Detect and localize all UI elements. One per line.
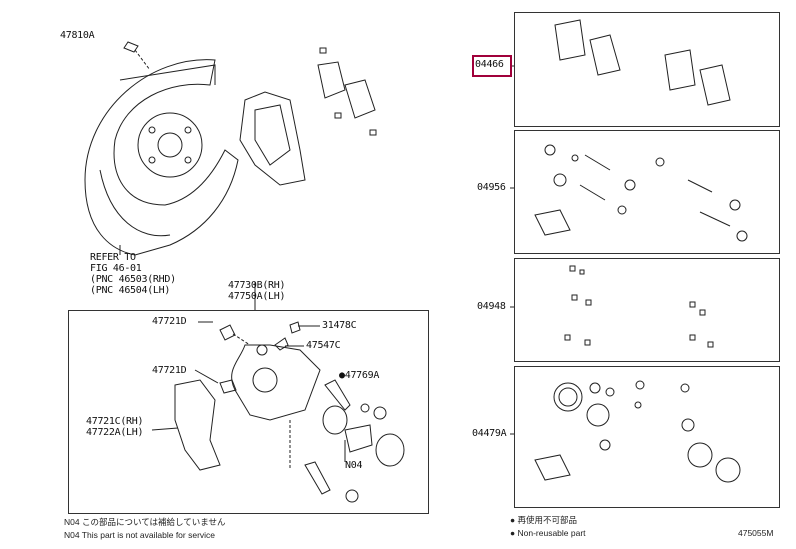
label-47769A[interactable]: ●47769A [339, 370, 380, 381]
dust-shield-drawing [84, 41, 239, 256]
note-en: N04 This part is not available for servi… [64, 530, 216, 540]
legend-en: ● Non-reusable part [510, 528, 586, 538]
label-31478C[interactable]: 31478C [322, 320, 357, 331]
brake-pads-drawing [317, 47, 377, 136]
label-04479A[interactable]: 04479A [472, 428, 507, 439]
label-47722A[interactable]: 47722A(LH) [86, 427, 144, 438]
label-04948[interactable]: 04948 [477, 301, 506, 312]
support-kit-drawing [510, 144, 748, 242]
label-47750A[interactable]: 47750A(LH) [228, 291, 286, 302]
label-47721D-lower[interactable]: 47721D [152, 365, 187, 376]
label-04956[interactable]: 04956 [477, 182, 506, 193]
shim-kit-drawing [510, 265, 714, 348]
panel-shim-kit [514, 258, 780, 362]
figure-code: 475055M [738, 528, 774, 538]
panel-seal-kit [514, 366, 780, 508]
label-47721C[interactable]: 47721C(RH) [86, 416, 144, 427]
note-jp: N04 この部品については補給していません [64, 517, 226, 527]
label-N04: N04 [345, 460, 363, 471]
label-47721D-upper[interactable]: 47721D [152, 316, 187, 327]
label-04466[interactable]: 04466 [475, 59, 504, 70]
pad-kit-drawing [510, 19, 731, 106]
panel-pad-support-kit [514, 130, 780, 254]
refer-line-3: (PNC 46503(RHD) [90, 274, 176, 285]
refer-line-4: (PNC 46504(LH) [90, 285, 171, 296]
panel-pads [514, 12, 780, 127]
seal-kit-drawing [510, 380, 741, 483]
caliper-assembly-frame [68, 310, 429, 514]
refer-line-2[interactable]: FIG 46-01 [90, 263, 142, 274]
caliper-drawing [151, 282, 405, 503]
refer-line-1: REFER TO [90, 252, 136, 263]
label-47810A[interactable]: 47810A [60, 30, 95, 41]
label-47730B[interactable]: 47730B(RH) [228, 280, 286, 291]
label-47547C[interactable]: 47547C [306, 340, 341, 351]
legend-jp: ● 再使用不可部品 [510, 515, 577, 525]
highlight-box [472, 55, 512, 77]
mounting-bracket-drawing [239, 91, 306, 186]
